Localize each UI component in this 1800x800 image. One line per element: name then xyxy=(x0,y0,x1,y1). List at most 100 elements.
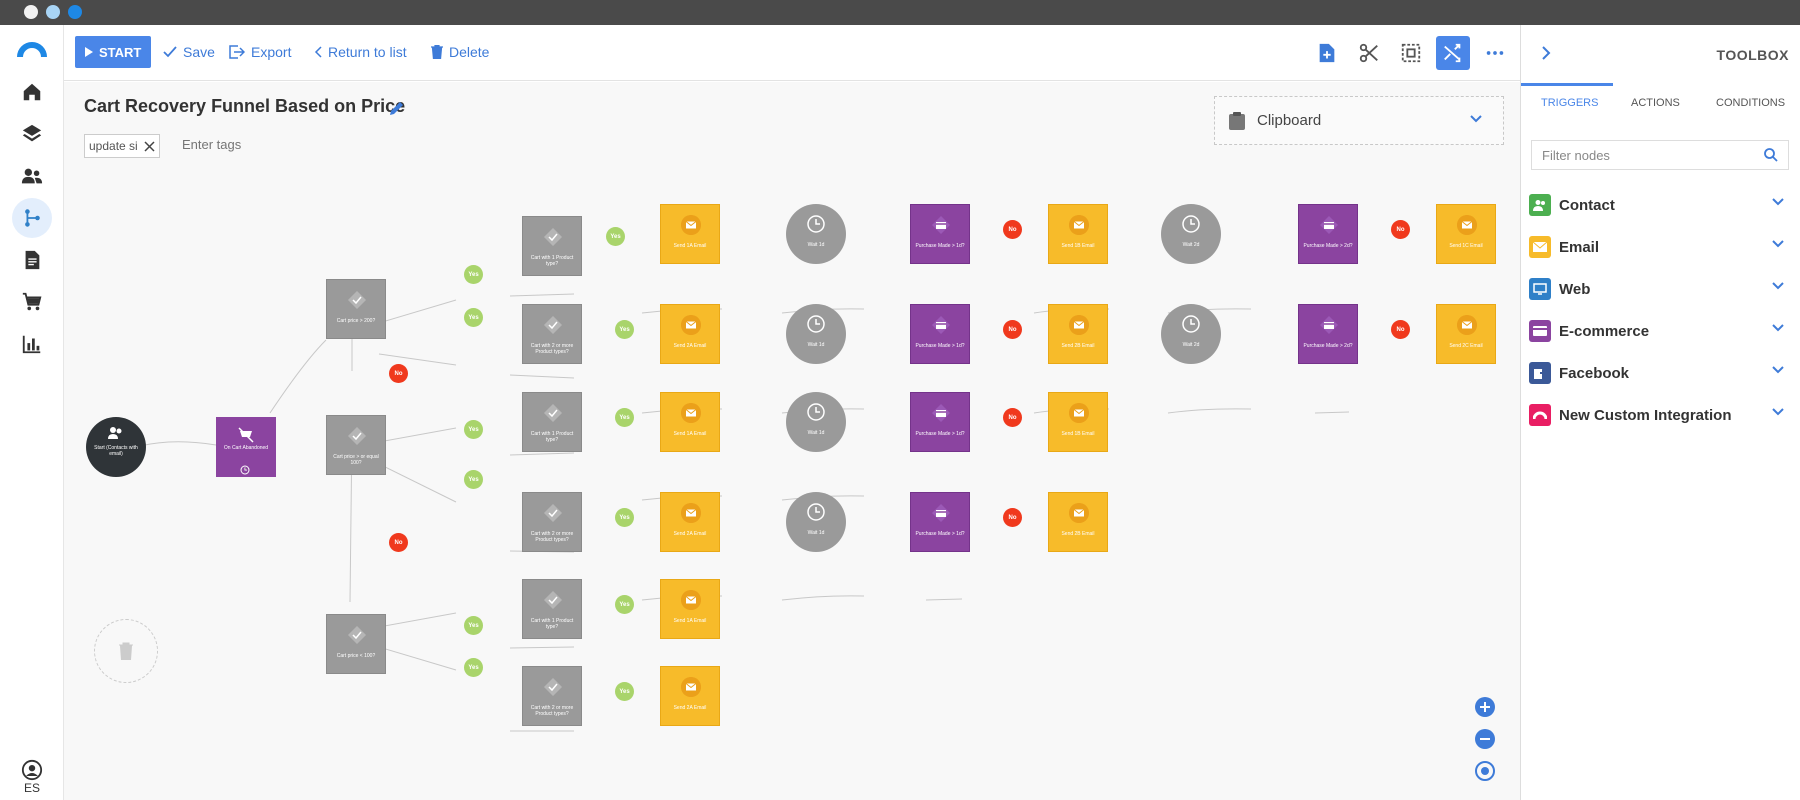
diamond-check-icon xyxy=(348,626,366,644)
email-node[interactable]: Send 2A Email xyxy=(660,304,720,364)
toolbox-title: TOOLBOX xyxy=(1716,47,1789,63)
email-node[interactable]: Send 1B Email xyxy=(1048,392,1108,452)
chevron-right-icon[interactable] xyxy=(1541,46,1551,60)
category-contact[interactable]: Contact xyxy=(1529,191,1791,219)
wait-node[interactable]: Wait 1d xyxy=(786,492,846,552)
purchase-condition-node[interactable]: Purchase Made > 2d? xyxy=(1298,204,1358,264)
condition-node[interactable]: Cart price > or equal 100? xyxy=(326,415,386,475)
purchase-condition-node[interactable]: Purchase Made > 2d? xyxy=(1298,304,1358,364)
center-view-icon[interactable] xyxy=(1474,760,1496,782)
node-label: Wait 1d xyxy=(807,242,825,248)
purchase-condition-node[interactable]: Purchase Made > 1d? xyxy=(910,492,970,552)
window-dot-maximize[interactable] xyxy=(68,5,82,19)
wait-node[interactable]: Wait 1d xyxy=(786,204,846,264)
category-email[interactable]: Email xyxy=(1529,233,1791,261)
node-label: Send 2A Email xyxy=(673,705,707,711)
window-dot-minimize[interactable] xyxy=(46,5,60,19)
export-button[interactable]: Export xyxy=(229,36,291,68)
return-to-list-button[interactable]: Return to list xyxy=(314,36,407,68)
more-options-icon[interactable] xyxy=(1478,36,1512,70)
filter-nodes-input[interactable] xyxy=(1531,140,1789,170)
wait-node[interactable]: Wait 2d xyxy=(1161,304,1221,364)
save-button[interactable]: Save xyxy=(163,36,215,68)
toolbox-header: TOOLBOX xyxy=(1521,25,1800,83)
home-icon[interactable] xyxy=(12,72,52,112)
automation-icon[interactable] xyxy=(12,198,52,238)
tag-chip[interactable]: update si xyxy=(84,134,160,158)
node-label: Cart with 1 Product type? xyxy=(530,431,574,443)
category-new-custom-integration[interactable]: New Custom Integration xyxy=(1529,401,1791,429)
card-icon xyxy=(932,316,950,334)
mail-icon xyxy=(681,315,701,335)
purchase-condition-node[interactable]: Purchase Made > 1d? xyxy=(910,204,970,264)
category-label: Email xyxy=(1559,238,1600,256)
email-node[interactable]: Send 2B Email xyxy=(1048,304,1108,364)
tab-triggers[interactable]: TRIGGERS xyxy=(1541,97,1599,109)
category-ecommerce[interactable]: E-commerce xyxy=(1529,317,1791,345)
contacts-icon[interactable] xyxy=(12,156,52,196)
mail-icon xyxy=(681,590,701,610)
condition-node[interactable]: Cart with 2 or more Product types? xyxy=(522,304,582,364)
diamond-check-icon xyxy=(348,291,366,309)
user-avatar-icon[interactable] xyxy=(21,759,43,781)
email-node[interactable]: Send 1A Email xyxy=(660,392,720,452)
delete-button[interactable]: Delete xyxy=(431,36,489,68)
email-node[interactable]: Send 2A Email xyxy=(660,666,720,726)
tab-actions[interactable]: ACTIONS xyxy=(1631,97,1680,109)
wait-node[interactable]: Wait 1d xyxy=(786,304,846,364)
email-node[interactable]: Send 2A Email xyxy=(660,492,720,552)
add-document-icon[interactable] xyxy=(1310,36,1344,70)
wait-node[interactable]: Wait 1d xyxy=(786,392,846,452)
select-area-icon[interactable] xyxy=(1394,36,1428,70)
tags-input[interactable] xyxy=(182,137,302,152)
email-node[interactable]: Send 2C Email xyxy=(1436,304,1496,364)
cart-icon[interactable] xyxy=(12,282,52,322)
email-node[interactable]: Send 1A Email xyxy=(660,204,720,264)
condition-node[interactable]: Cart with 1 Product type? xyxy=(522,579,582,639)
pencil-icon[interactable] xyxy=(388,99,406,117)
node-label: Send 2A Email xyxy=(673,343,707,349)
wait-node[interactable]: Wait 2d xyxy=(1161,204,1221,264)
start-node[interactable]: Start (Contacts with email) xyxy=(86,417,146,477)
window-dot-close[interactable] xyxy=(24,5,38,19)
tab-conditions[interactable]: CONDITIONS xyxy=(1716,97,1786,109)
scissors-icon[interactable] xyxy=(1352,36,1386,70)
trash-dropzone[interactable] xyxy=(94,619,158,683)
yes-badge: Yes xyxy=(615,408,634,427)
condition-node[interactable]: Cart with 1 Product type? xyxy=(522,216,582,276)
clipboard-dropdown[interactable]: Clipboard xyxy=(1214,96,1504,145)
purchase-condition-node[interactable]: Purchase Made > 1d? xyxy=(910,304,970,364)
condition-node[interactable]: Cart price < 100? xyxy=(326,614,386,674)
condition-node[interactable]: Cart with 2 or more Product types? xyxy=(522,492,582,552)
purchase-condition-node[interactable]: Purchase Made > 1d? xyxy=(910,392,970,452)
language-label[interactable]: ES xyxy=(23,781,40,795)
email-node[interactable]: Send 1C Email xyxy=(1436,204,1496,264)
cart-abandoned-trigger-node[interactable]: On Cart Abandoned xyxy=(216,417,276,477)
no-badge: No xyxy=(1391,320,1410,339)
category-web[interactable]: Web xyxy=(1529,275,1791,303)
document-icon[interactable] xyxy=(12,240,52,280)
logo-icon[interactable] xyxy=(17,39,47,59)
node-label: Send 1B Email xyxy=(1061,431,1095,437)
facebook-icon xyxy=(1529,362,1551,384)
email-node[interactable]: Send 1A Email xyxy=(660,579,720,639)
window-titlebar xyxy=(0,0,1800,25)
flow-canvas[interactable]: Cart Recovery Funnel Based on Price upda… xyxy=(64,82,1520,800)
condition-node[interactable]: Cart with 1 Product type? xyxy=(522,392,582,452)
category-facebook[interactable]: Facebook xyxy=(1529,359,1791,387)
zoom-in-icon[interactable] xyxy=(1474,696,1496,718)
start-button[interactable]: START xyxy=(75,36,152,68)
email-node[interactable]: Send 2B Email xyxy=(1048,492,1108,552)
close-icon[interactable] xyxy=(144,140,155,152)
page-title: Cart Recovery Funnel Based on Price xyxy=(84,96,406,116)
search-icon[interactable] xyxy=(1763,147,1779,163)
layers-icon[interactable] xyxy=(12,114,52,154)
condition-node[interactable]: Cart price > 200? xyxy=(326,279,386,339)
shuffle-icon[interactable] xyxy=(1436,36,1470,70)
clock-icon xyxy=(807,403,825,421)
email-node[interactable]: Send 1B Email xyxy=(1048,204,1108,264)
zoom-out-icon[interactable] xyxy=(1474,728,1496,750)
reports-icon[interactable] xyxy=(12,324,52,364)
condition-node[interactable]: Cart with 2 or more Product types? xyxy=(522,666,582,726)
node-label: Wait 1d xyxy=(807,342,825,348)
